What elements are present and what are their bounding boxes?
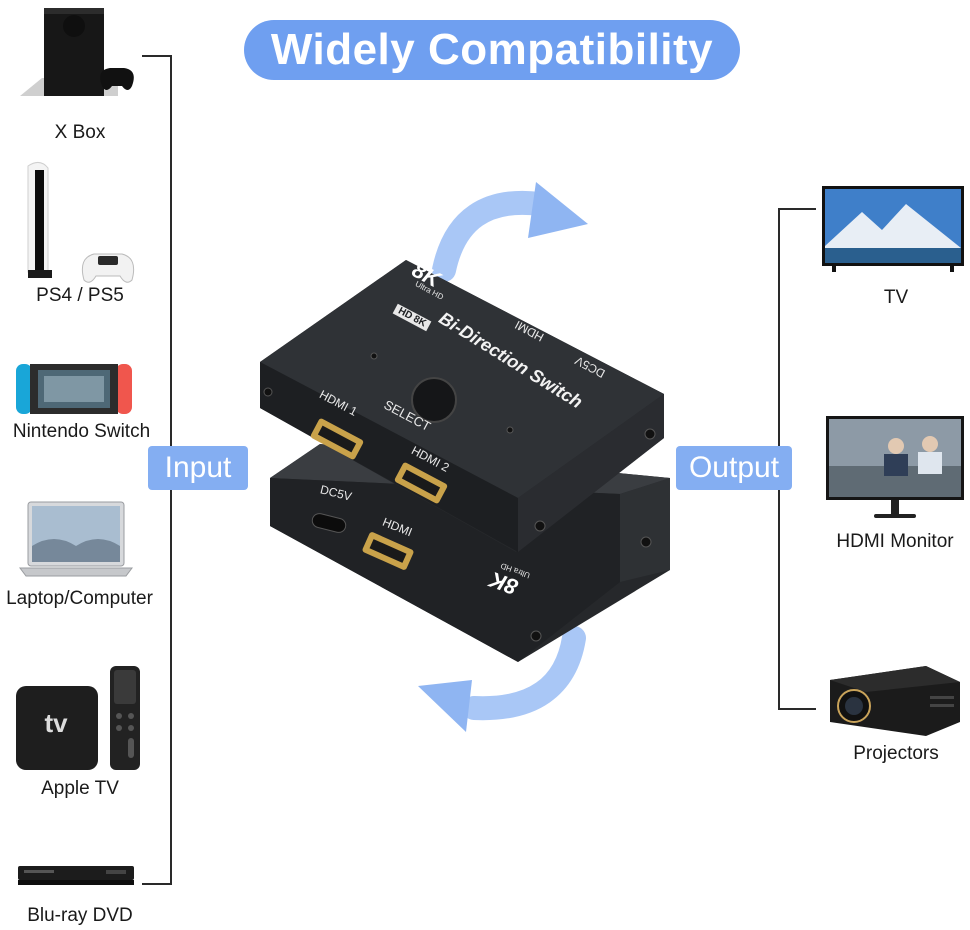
- input-label-bluray: Blu-ray DVD: [27, 905, 133, 926]
- output-label-tv: TV: [883, 287, 909, 308]
- output-label-monitor: HDMI Monitor: [836, 531, 954, 552]
- output-bracket-top: [778, 208, 816, 210]
- projector-icon: [830, 666, 960, 736]
- tv-icon: [822, 186, 964, 272]
- laptop-icon: [19, 501, 133, 577]
- apple-tv-icon: [16, 666, 140, 770]
- input-bracket-bottom: [142, 883, 172, 885]
- input-tag: Input: [148, 446, 248, 490]
- bluray-player-icon: [18, 866, 134, 885]
- output-bracket-bottom: [778, 708, 816, 710]
- monitor-icon: [826, 416, 964, 518]
- input-label-laptop: Laptop/Computer: [6, 588, 153, 609]
- input-label-xbox: X Box: [54, 122, 106, 143]
- output-label-projector: Projectors: [853, 743, 939, 764]
- input-bracket-top: [142, 55, 172, 57]
- switch-device-top: [260, 260, 664, 552]
- rotate-arrow-top-icon: [432, 182, 588, 282]
- input-label-nintendo-switch: Nintendo Switch: [12, 421, 151, 442]
- nintendo-switch-icon: [16, 364, 132, 414]
- apple-tv-logo: tv: [44, 708, 68, 738]
- input-label-playstation: PS4 / PS5: [36, 285, 124, 306]
- output-tag: Output: [676, 446, 792, 490]
- input-label-apple-tv: Apple TV: [41, 778, 119, 799]
- page-title: Widely Compatibility: [244, 20, 740, 80]
- rotate-arrow-bottom-icon: [418, 626, 586, 732]
- playstation-icon: [27, 162, 135, 283]
- xbox-icon: [20, 8, 134, 96]
